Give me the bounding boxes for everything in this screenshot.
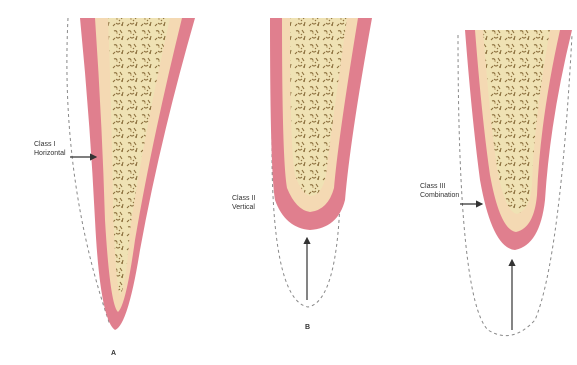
defect-label-b-line1: Class II	[232, 195, 255, 202]
defect-label-c-line2: Combination	[420, 192, 459, 199]
defect-label-a-line1: Class I	[34, 141, 55, 148]
panel-letter-a: A	[111, 350, 116, 357]
defect-label-c-line1: Class III	[420, 183, 445, 190]
panel-b: Class II Vertical B	[232, 18, 372, 331]
defect-label-b-line2: Vertical	[232, 204, 255, 211]
panel-c: Class III Combination	[420, 30, 572, 336]
panel-letter-b: B	[305, 324, 310, 331]
panel-a: Class I Horizontal A	[34, 18, 195, 357]
defect-label-a-line2: Horizontal	[34, 150, 66, 157]
